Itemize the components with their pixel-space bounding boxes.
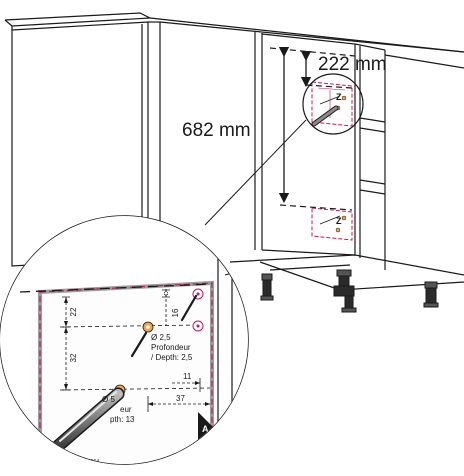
drill-template-lower: Z xyxy=(311,207,353,241)
pencil-icon xyxy=(311,105,339,127)
dim-11: 11 xyxy=(183,372,192,381)
leg-1 xyxy=(260,273,274,301)
lower-hole-line xyxy=(279,204,353,211)
svg-text:A: A xyxy=(202,424,209,434)
drill-bit-icon xyxy=(51,387,125,453)
leg-2 xyxy=(333,269,357,313)
cabinet-back-panel xyxy=(159,21,464,240)
bit-depth-fr: eur xyxy=(120,405,132,414)
dim-22: 22 xyxy=(69,307,78,316)
dim-682-label: 682 mm xyxy=(182,120,251,141)
detail-hole-pilot xyxy=(142,321,154,333)
dim-16: 16 xyxy=(171,308,180,317)
svg-text:Z: Z xyxy=(336,216,342,226)
dim-32: 32 xyxy=(69,353,78,362)
marker-a: A xyxy=(198,412,214,444)
dim-37: 37 xyxy=(176,394,185,403)
dim-222-label: 222 mm xyxy=(318,54,387,75)
bit-depth-en: pth: 13 xyxy=(110,415,135,424)
callout-leader xyxy=(204,119,307,226)
cabinet-inner-side xyxy=(261,33,356,256)
cabinet-legs xyxy=(260,269,439,313)
leg-3 xyxy=(423,281,439,308)
pencil-small-icon-2 xyxy=(130,331,148,358)
pilot-depth-en: / Depth: 2,5 xyxy=(151,353,193,362)
pencil-small-icon xyxy=(180,294,198,322)
bit-diameter: Ø 5 xyxy=(102,395,115,404)
callout-circle xyxy=(302,73,364,135)
cabinet-top xyxy=(4,12,464,53)
pilot-diameter: Ø 2,5 xyxy=(151,333,171,342)
svg-text:Z: Z xyxy=(336,92,342,102)
upper-hole-line xyxy=(305,84,353,89)
detail-hole-mid-right xyxy=(192,320,204,332)
detail-magnifier: 22 32 16 xyxy=(0,215,249,465)
pilot-depth-fr: Profondeur xyxy=(151,343,191,352)
